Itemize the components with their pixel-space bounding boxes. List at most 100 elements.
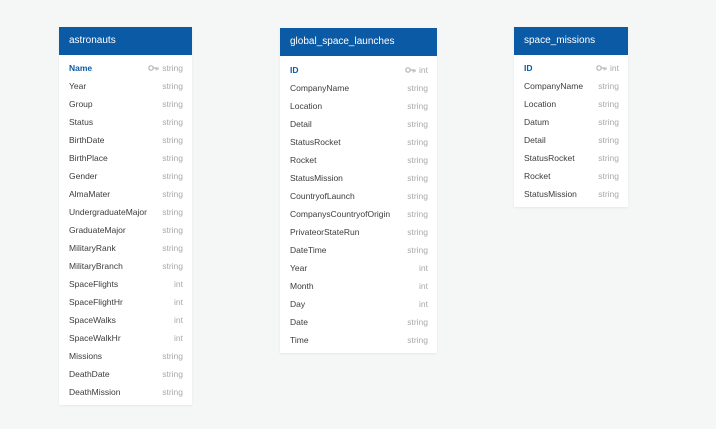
column-row[interactable]: Month int xyxy=(280,277,437,295)
column-type-group: string xyxy=(162,369,183,379)
column-type-group: string xyxy=(598,81,619,91)
column-type: string xyxy=(598,189,619,199)
column-name: Year xyxy=(69,81,87,91)
column-name: Rocket xyxy=(524,171,551,181)
column-type-group: string xyxy=(598,153,619,163)
column-type-group: string xyxy=(162,261,183,271)
column-type-group: string xyxy=(162,351,183,361)
column-type-group: string xyxy=(407,83,428,93)
column-type-group: int xyxy=(419,281,428,291)
column-name: Rocket xyxy=(290,155,317,165)
column-name: Gender xyxy=(69,171,98,181)
column-row[interactable]: CompanyName string xyxy=(280,79,437,97)
column-name: StatusRocket xyxy=(290,137,341,147)
column-type-group: string xyxy=(148,63,183,73)
table-title[interactable]: space_missions xyxy=(514,27,628,55)
table-title[interactable]: global_space_launches xyxy=(280,28,437,56)
column-type-group: string xyxy=(162,225,183,235)
column-type-group: string xyxy=(162,207,183,217)
column-row[interactable]: DeathMission string xyxy=(59,383,192,401)
column-type-group: string xyxy=(407,137,428,147)
column-type-group: string xyxy=(598,117,619,127)
column-name: Date xyxy=(290,317,308,327)
column-type: string xyxy=(598,153,619,163)
column-row[interactable]: Gender string xyxy=(59,167,192,185)
column-type-group: int xyxy=(419,299,428,309)
column-row[interactable]: DeathDate string xyxy=(59,365,192,383)
column-type: int xyxy=(610,63,619,73)
column-type-group: string xyxy=(162,117,183,127)
column-name: Datum xyxy=(524,117,550,127)
column-type: string xyxy=(162,63,183,73)
column-type: int xyxy=(174,333,183,343)
column-row[interactable]: SpaceWalks int xyxy=(59,311,192,329)
column-name: Month xyxy=(290,281,314,291)
column-name: CompanyName xyxy=(290,83,350,93)
column-name: Group xyxy=(69,99,93,109)
column-row[interactable]: SpaceFlights int xyxy=(59,275,192,293)
table-title[interactable]: astronauts xyxy=(59,27,192,55)
column-type-group: int xyxy=(419,263,428,273)
column-type-group: int xyxy=(174,333,183,343)
column-type: int xyxy=(419,281,428,291)
column-type: int xyxy=(419,263,428,273)
column-name: ID xyxy=(290,65,299,75)
column-type: int xyxy=(174,315,183,325)
column-type-group: string xyxy=(407,101,428,111)
primary-key-icon xyxy=(405,67,416,73)
column-type: string xyxy=(598,81,619,91)
column-type: string xyxy=(162,387,183,397)
column-name: StatusMission xyxy=(290,173,343,183)
column-name: DeathMission xyxy=(69,387,121,397)
column-row[interactable]: Datum string xyxy=(514,113,628,131)
column-type: string xyxy=(162,171,183,181)
column-row[interactable]: StatusRocket string xyxy=(280,133,437,151)
column-name: DeathDate xyxy=(69,369,110,379)
column-name: SpaceWalks xyxy=(69,315,116,325)
column-name: SpaceFlights xyxy=(69,279,119,289)
column-row[interactable]: Day int xyxy=(280,295,437,313)
column-name: Day xyxy=(290,299,306,309)
column-name: CompanysCountryofOrigin xyxy=(290,209,391,219)
column-type: string xyxy=(407,317,428,327)
column-row[interactable]: Date string xyxy=(280,313,437,331)
column-type-group: int xyxy=(174,279,183,289)
